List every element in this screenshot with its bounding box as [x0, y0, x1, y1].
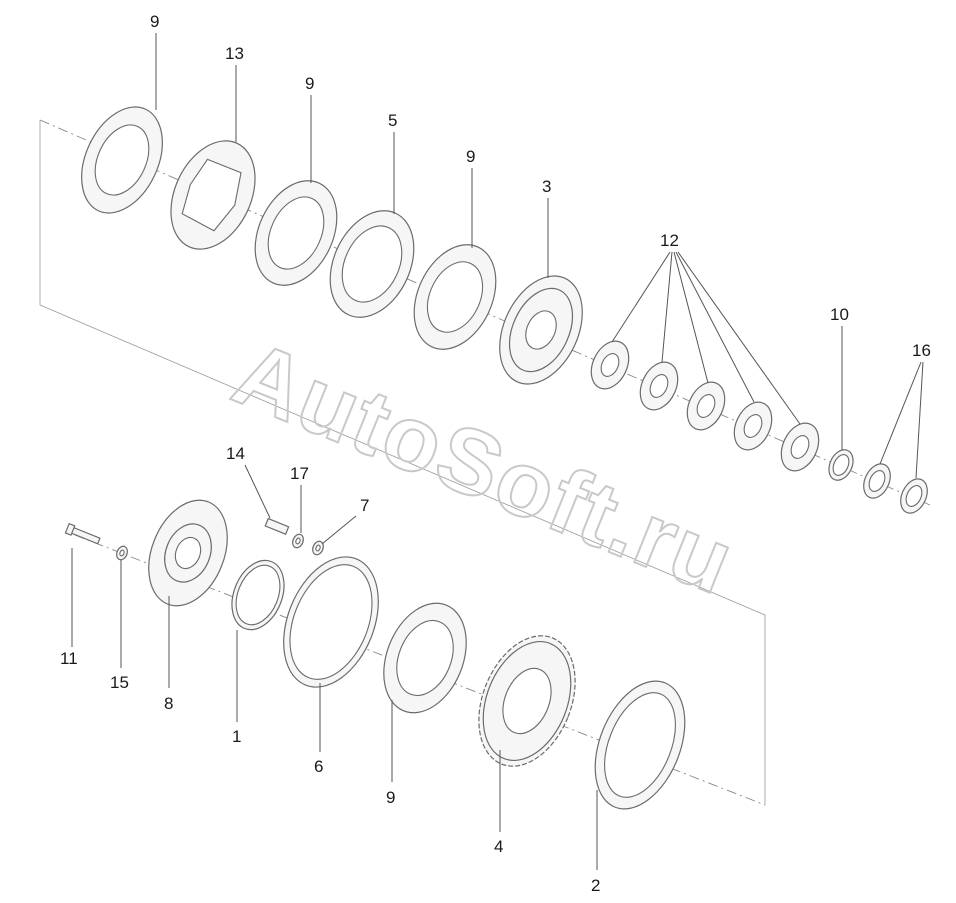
callout-9: 9 — [386, 788, 395, 807]
part-5-toothed-disc — [329, 210, 415, 318]
callout-9: 9 — [466, 147, 475, 166]
part-16-seal-1 — [863, 463, 891, 499]
callout-11: 11 — [60, 649, 78, 668]
part-11-bolt — [64, 522, 101, 545]
part-9-friction-disc-2 — [254, 180, 338, 286]
callout-labels: 9 13 9 5 9 3 12 10 16 14 17 7 11 15 8 1 … — [60, 12, 931, 895]
callout-17: 17 — [290, 464, 309, 483]
part-7-nut — [312, 540, 324, 556]
callout-15: 15 — [110, 673, 129, 692]
part-14-bolt — [264, 517, 290, 535]
part-13-plate — [170, 140, 256, 250]
part-9-friction-disc-3 — [413, 244, 497, 350]
part-12-washer-4 — [733, 401, 773, 451]
callout-4: 4 — [494, 837, 503, 856]
part-2-housing — [594, 680, 686, 810]
part-12-washer-3 — [686, 381, 726, 431]
part-8-flange — [148, 499, 228, 607]
leader-lines — [71, 33, 924, 870]
callout-14: 14 — [226, 444, 245, 463]
callout-9: 9 — [305, 74, 314, 93]
callout-3: 3 — [542, 177, 551, 196]
callout-9: 9 — [150, 12, 159, 31]
callout-8: 8 — [164, 694, 173, 713]
callout-12: 12 — [660, 231, 679, 250]
callout-2: 2 — [591, 876, 600, 895]
part-6-outer-ring — [283, 556, 379, 688]
part-1-ring — [231, 559, 285, 631]
callout-6: 6 — [314, 757, 323, 776]
callout-1: 1 — [232, 727, 241, 746]
part-12-washer-1 — [590, 340, 630, 390]
callout-10: 10 — [830, 305, 849, 324]
part-17-washer — [292, 533, 304, 549]
part-9-friction-disc-1 — [81, 106, 163, 214]
part-12-washer-5 — [780, 422, 820, 472]
callout-5: 5 — [388, 111, 397, 130]
callout-7: 7 — [360, 496, 369, 515]
callout-13: 13 — [225, 44, 244, 63]
part-10-ring — [828, 449, 854, 481]
part-9-friction-disc-4 — [383, 602, 467, 714]
part-3-hub — [499, 275, 583, 385]
part-15-nut — [116, 545, 128, 561]
part-16-seal-2 — [900, 478, 928, 514]
part-12-washer-2 — [639, 361, 679, 411]
callout-16: 16 — [912, 341, 931, 360]
part-4-sprocket — [478, 635, 576, 767]
